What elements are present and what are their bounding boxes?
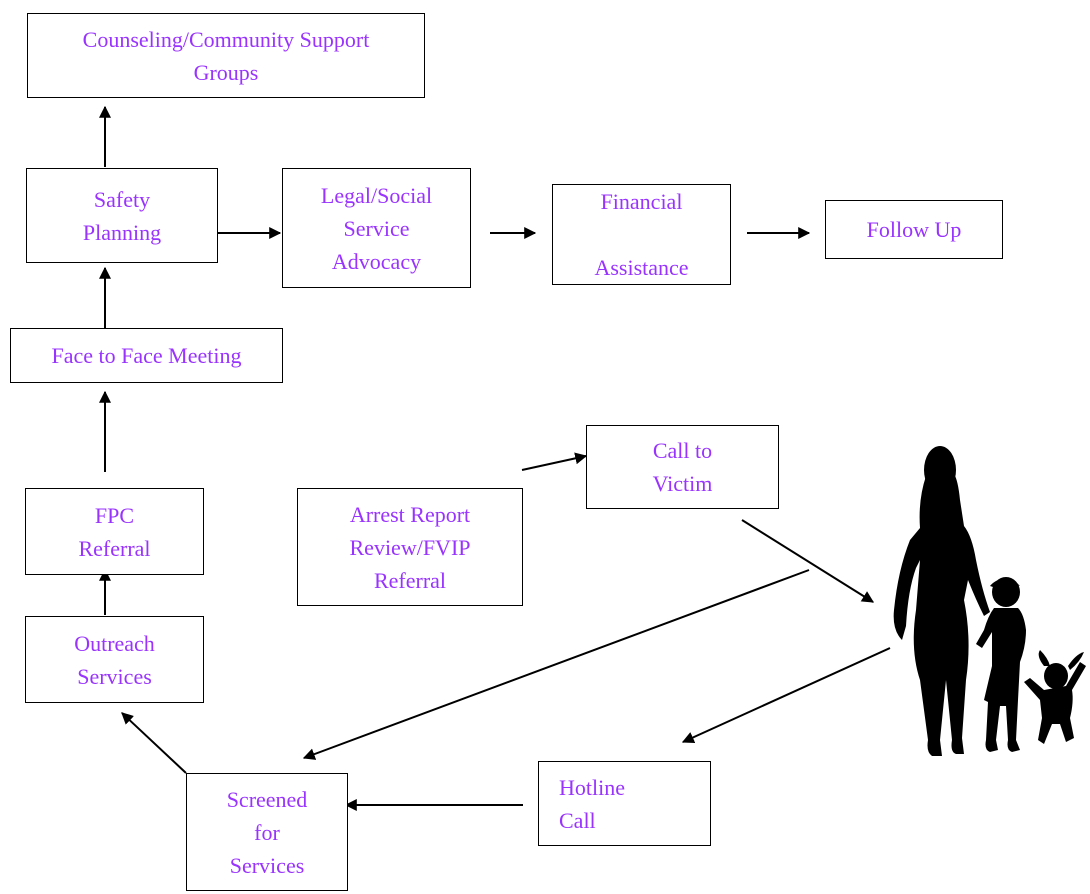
hotline-call-box: Hotline Call (538, 761, 711, 846)
fpc-referral-label: FPC Referral (78, 502, 151, 561)
arrow-call-to-victim-figure (741, 519, 875, 603)
legal-social-label: Legal/Social Service Advocacy (320, 182, 433, 274)
financial-box: Financial Assistance (552, 184, 731, 285)
fpc-referral-box: FPC Referral (25, 488, 204, 575)
arrow-victim-to-hotline (681, 647, 891, 743)
counseling-label: Counseling/Community Support Groups (82, 26, 370, 85)
call-to-victim-box: Call to Victim (586, 425, 779, 509)
arrest-report-box: Arrest Report Review/FVIP Referral (297, 488, 523, 606)
arrow-arrest-to-call (521, 452, 588, 471)
follow-up-label: Follow Up (866, 217, 962, 242)
legal-social-box: Legal/Social Service Advocacy (282, 168, 471, 288)
screened-for-services-label: Screened for Services (226, 786, 308, 878)
financial-label: Financial Assistance (594, 189, 689, 280)
counseling-box: Counseling/Community Support Groups (27, 13, 425, 98)
outreach-services-label: Outreach Services (74, 630, 155, 689)
hotline-call-label: Hotline Call (559, 774, 625, 833)
arrow-arrest-to-screened (302, 569, 810, 760)
woman-and-children-silhouette-icon (893, 446, 1086, 756)
face-to-face-label: Face to Face Meeting (51, 343, 242, 368)
arrow-screened-to-outreach (121, 712, 187, 774)
face-to-face-box: Face to Face Meeting (10, 328, 283, 383)
safety-planning-label: Safety Planning (82, 186, 162, 245)
safety-planning-box: Safety Planning (26, 168, 218, 263)
arrest-report-label: Arrest Report Review/FVIP Referral (349, 501, 471, 593)
outreach-services-box: Outreach Services (25, 616, 204, 703)
call-to-victim-label: Call to Victim (652, 438, 713, 496)
follow-up-box: Follow Up (825, 200, 1003, 259)
screened-for-services-box: Screened for Services (186, 773, 348, 891)
